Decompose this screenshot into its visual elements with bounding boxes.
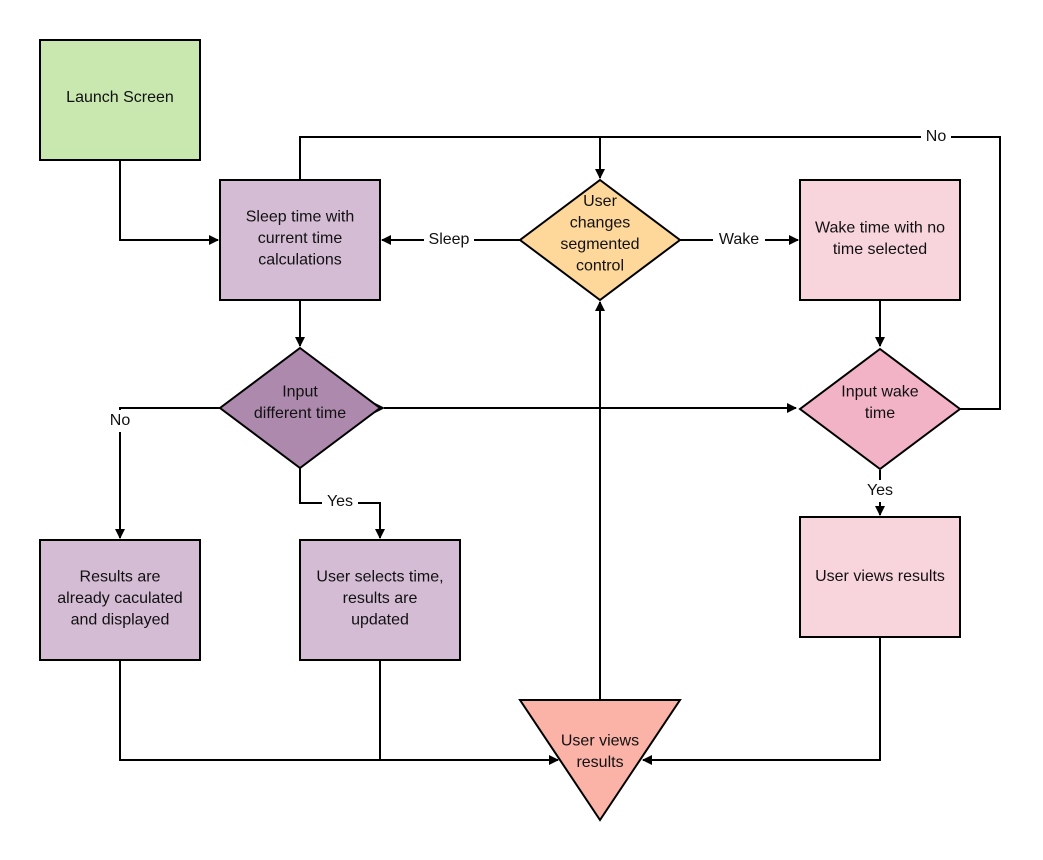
- node-input-different-time-label: Input different time: [254, 383, 346, 422]
- node-user-views-results-right-label: User views results: [815, 568, 945, 585]
- node-label-line: Launch Screen: [66, 89, 174, 106]
- node-segmented-control-diamond: [518, 178, 682, 302]
- node-user-selects-time: User selects time, results are updated: [299, 539, 461, 661]
- node-label-line: already caculated: [57, 590, 182, 607]
- node-label-line: control: [576, 257, 624, 274]
- node-wake-time-none-label: Wake time with no time selected: [815, 219, 945, 258]
- node-input-wake-time-label: Input wake time: [841, 383, 918, 422]
- edge-views-right-to-views-bottom: [642, 638, 881, 765]
- node-segmented-control-decision: User changes segmented control: [518, 178, 682, 302]
- node-label-line: updated: [351, 612, 409, 629]
- node-label-line: User views results: [815, 568, 945, 585]
- node-label-line: User: [583, 193, 617, 210]
- node-wake-time-none-box: [799, 179, 961, 301]
- node-input-wake-time-diamond: [798, 347, 962, 471]
- node-user-views-results-right-box: [799, 516, 961, 638]
- edge-results-already-to-views-bottom: [119, 660, 559, 765]
- node-user-views-results-triangle: [518, 699, 682, 822]
- edge-sleep-calc-to-segmented-top: [299, 136, 605, 180]
- node-label-line: segmented: [560, 236, 639, 253]
- node-sleep-time-calculations-box: [219, 179, 381, 301]
- node-input-different-time-decision: Input different time: [218, 346, 382, 470]
- edge-label-yes-right: Yes: [862, 480, 898, 502]
- node-label-line: Input wake: [841, 383, 918, 400]
- node-label-line: Wake time with no: [815, 219, 945, 236]
- node-wake-time-none: Wake time with no time selected: [799, 179, 961, 301]
- edge-label-no-top-text: No: [926, 128, 947, 145]
- edge-label-no-left: No: [105, 410, 135, 432]
- node-segmented-control-label: User changes segmented control: [560, 193, 639, 275]
- edges: [115, 136, 1001, 765]
- node-launch-screen-label: Launch Screen: [66, 89, 174, 106]
- node-label-line: and displayed: [71, 612, 170, 629]
- node-label-line: current time: [258, 230, 343, 247]
- node-label-line: time: [865, 405, 895, 422]
- edge-label-wake: Wake: [713, 229, 765, 251]
- node-label-line: User selects time,: [316, 569, 443, 586]
- node-results-already-calculated-box: [39, 539, 201, 661]
- node-sleep-time-calculations: Sleep time with current time calculations: [219, 179, 381, 301]
- node-label-line: User views: [561, 732, 639, 749]
- node-label-line: Sleep time with: [246, 209, 355, 226]
- node-label-line: time selected: [833, 241, 927, 258]
- node-label-line: changes: [570, 214, 631, 231]
- node-launch-screen-box: [39, 39, 201, 161]
- edge-label-sleep-text: Sleep: [429, 231, 470, 248]
- node-results-already-calculated-label: Results are already caculated and displaye…: [57, 569, 182, 629]
- edge-label-sleep: Sleep: [424, 229, 474, 251]
- node-label-line: Results are: [80, 569, 161, 586]
- node-input-wake-time-decision: Input wake time: [798, 347, 962, 471]
- edge-input-diff-no-to-results-already: [115, 407, 220, 539]
- node-user-selects-time-box: [299, 539, 461, 661]
- node-user-views-results-right: User views results: [799, 516, 961, 638]
- node-label-line: results: [576, 754, 623, 771]
- node-sleep-time-calculations-label: Sleep time with current time calculations: [246, 209, 355, 269]
- edge-input-wake-no-to-segmented: [600, 136, 1001, 410]
- edge-label-no-left-text: No: [110, 412, 131, 429]
- edge-labels: Sleep Wake No No Yes Yes: [105, 126, 951, 514]
- nodes: Launch Screen Sleep time with current tim…: [39, 39, 962, 822]
- node-label-line: results are: [343, 590, 418, 607]
- node-results-already-calculated: Results are already caculated and displaye…: [39, 539, 201, 661]
- edge-label-yes-right-text: Yes: [867, 482, 893, 499]
- node-user-views-results-terminal: User views results: [518, 699, 682, 822]
- edge-label-yes-left-text: Yes: [327, 493, 353, 510]
- node-label-line: calculations: [258, 252, 342, 269]
- edge-label-no-top: No: [921, 126, 951, 148]
- edge-label-yes-left: Yes: [322, 492, 358, 514]
- edge-launch-to-sleep-calc: [119, 160, 219, 245]
- node-launch-screen: Launch Screen: [39, 39, 201, 161]
- node-user-views-results-terminal-label: User views results: [561, 732, 639, 771]
- edge-label-wake-text: Wake: [719, 231, 759, 248]
- node-user-selects-time-label: User selects time, results are updated: [316, 569, 443, 629]
- node-label-line: different time: [254, 405, 346, 422]
- node-input-different-time-diamond: [218, 346, 382, 470]
- node-label-line: Input: [282, 383, 318, 400]
